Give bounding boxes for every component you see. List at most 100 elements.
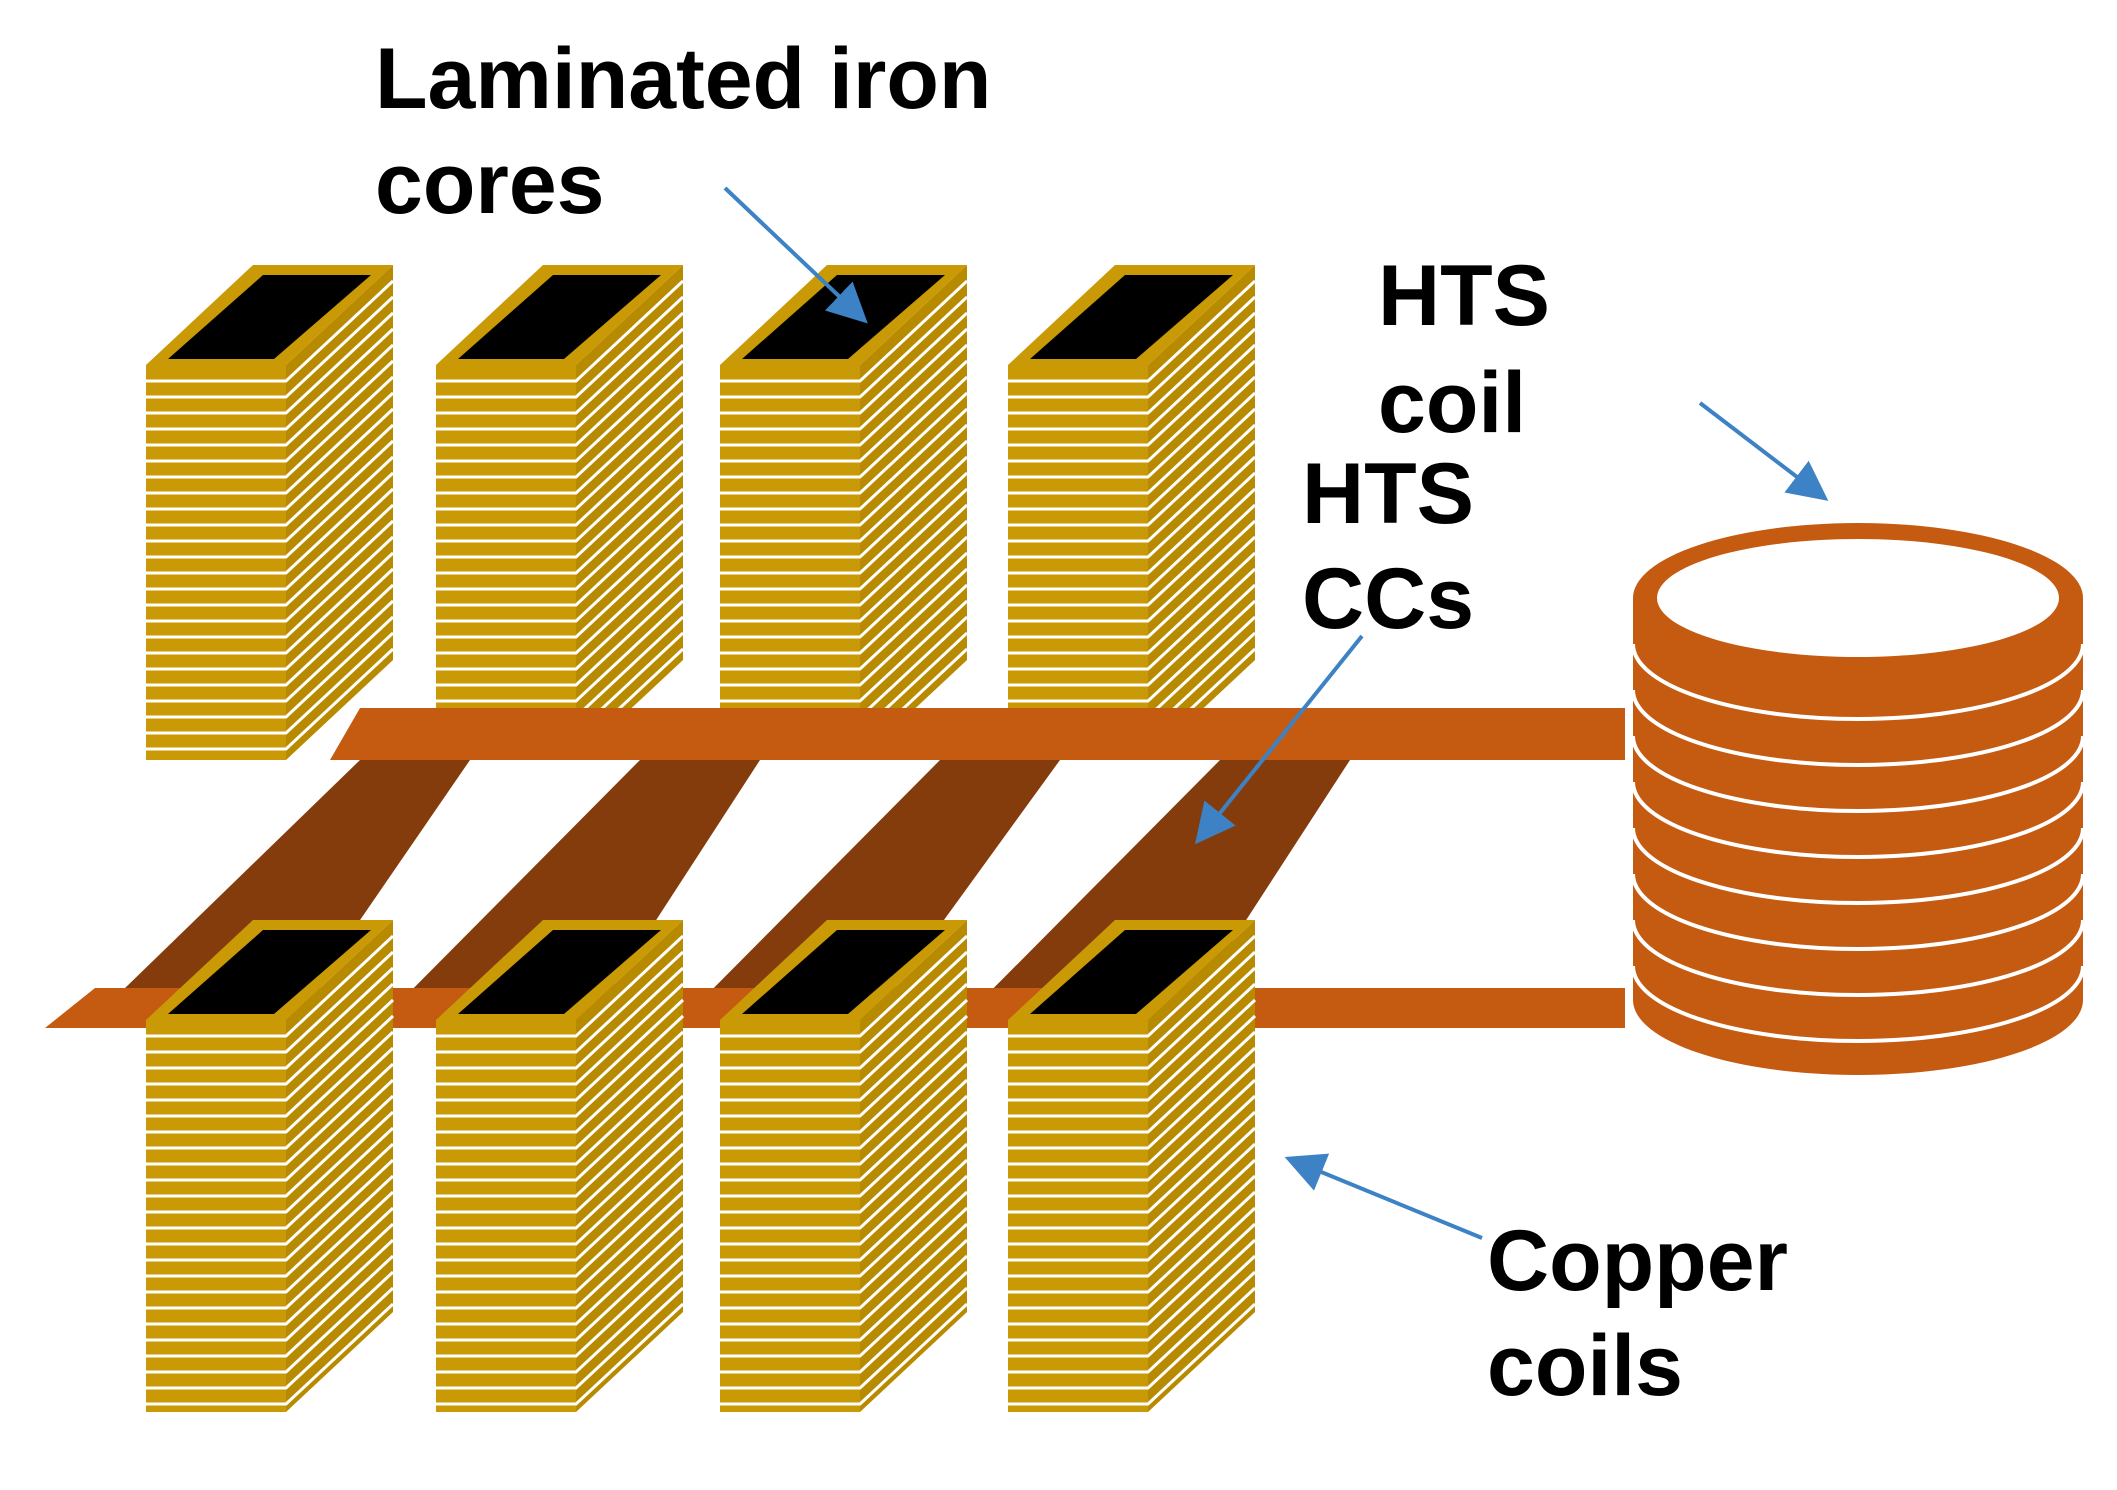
- laminate-line: [146, 934, 395, 1038]
- hts-cc-strip-3: [680, 760, 1060, 1022]
- laminate-line: [720, 327, 969, 431]
- laminate-line: [720, 343, 969, 447]
- laminate-line: [720, 1078, 969, 1182]
- laminate-line: [436, 1126, 685, 1230]
- laminate-line: [146, 343, 395, 447]
- laminate-line: [436, 503, 685, 607]
- laminate-line: [146, 950, 395, 1054]
- laminate-line: [436, 327, 685, 431]
- laminate-line: [720, 423, 969, 527]
- laminate-line: [436, 966, 685, 1070]
- laminate-line: [146, 471, 395, 575]
- laminate-line: [436, 1158, 685, 1262]
- laminate-line: [436, 1142, 685, 1246]
- arrow-laminated-iron-cores: [723, 186, 868, 324]
- laminate-line: [146, 647, 395, 751]
- arrow-hts-ccs: [1194, 634, 1364, 845]
- laminate-line: [720, 1158, 969, 1262]
- laminate-line: [146, 1174, 395, 1278]
- laminate-line: [1008, 359, 1257, 463]
- laminate-line: [1008, 1158, 1257, 1262]
- hts-cc-strip-2: [380, 760, 760, 1022]
- laminate-line: [436, 567, 685, 671]
- laminate-line: [146, 1222, 395, 1326]
- laminate-line: [146, 615, 395, 719]
- laminate-line: [1008, 519, 1257, 623]
- laminate-line: [146, 1046, 395, 1150]
- laminate-line: [1008, 1190, 1257, 1294]
- laminate-line: [720, 279, 969, 383]
- laminate-line: [720, 1094, 969, 1198]
- stack-front-face: [146, 1020, 286, 1412]
- laminate-line: [1008, 1206, 1257, 1310]
- hts-coil-turn: [1631, 873, 2085, 951]
- laminate-line: [436, 375, 685, 479]
- laminate-line: [720, 1238, 969, 1342]
- laminate-line: [1008, 1126, 1257, 1230]
- laminate-line: [436, 519, 685, 623]
- laminate-line: [1008, 1110, 1257, 1214]
- laminate-line: [720, 1110, 969, 1214]
- label-laminated-iron-cores: Laminated iron cores: [375, 31, 1015, 232]
- laminate-line: [720, 487, 969, 591]
- laminate-line: [720, 934, 969, 1038]
- label-hts-ccs: HTS CCs: [1302, 446, 1498, 647]
- laminate-line: [436, 1270, 685, 1374]
- hts-coil-turn: [1631, 827, 2085, 905]
- laminate-line: [1008, 471, 1257, 575]
- laminate-line: [720, 311, 969, 415]
- laminate-line: [720, 1302, 969, 1406]
- laminate-line: [1008, 295, 1257, 399]
- laminate-line: [1008, 1238, 1257, 1342]
- laminate-line: [1008, 599, 1257, 703]
- laminate-line: [146, 551, 395, 655]
- laminate-line: [146, 295, 395, 399]
- laminate-line: [146, 279, 395, 383]
- laminate-line: [146, 1078, 395, 1182]
- laminate-line: [146, 631, 395, 735]
- laminate-line: [146, 567, 395, 671]
- iron-core-top: [742, 930, 945, 1014]
- laminate-line: [1008, 1062, 1257, 1166]
- iron-core-top: [1030, 275, 1233, 359]
- laminate-line: [720, 1206, 969, 1310]
- laminate-line: [1008, 279, 1257, 383]
- laminate-line: [436, 455, 685, 559]
- laminate-line: [146, 327, 395, 431]
- laminate-line: [1008, 1014, 1257, 1118]
- hts-tape-back: [330, 708, 1625, 760]
- laminate-line: [436, 1286, 685, 1390]
- laminate-line: [436, 487, 685, 591]
- laminate-line: [436, 1110, 685, 1214]
- hts-coil-turn: [1631, 781, 2085, 859]
- laminate-line: [720, 1030, 969, 1134]
- laminate-line: [1008, 1222, 1257, 1326]
- laminate-line: [436, 583, 685, 687]
- laminate-line: [436, 535, 685, 639]
- iron-core-top: [168, 275, 371, 359]
- laminate-line: [146, 982, 395, 1086]
- laminate-line: [720, 471, 969, 575]
- laminate-line: [146, 998, 395, 1102]
- laminate-line: [720, 966, 969, 1070]
- upper-core-stack-3: [720, 265, 969, 760]
- stack-front-face: [1008, 1020, 1148, 1412]
- laminate-line: [720, 503, 969, 607]
- laminate-line: [1008, 934, 1257, 1038]
- laminate-line: [1008, 1078, 1257, 1182]
- hts-coil-turn: [1631, 689, 2085, 767]
- laminate-line: [1008, 583, 1257, 687]
- laminate-line: [1008, 391, 1257, 495]
- hts-coil-turn: [1631, 919, 2085, 997]
- stack-front-face: [436, 365, 576, 760]
- laminate-line: [1008, 1254, 1257, 1358]
- laminate-line: [146, 439, 395, 543]
- laminate-line: [1008, 1030, 1257, 1134]
- lower-core-stack-3: [720, 920, 969, 1412]
- laminate-line: [1008, 1286, 1257, 1390]
- laminate-line: [1008, 455, 1257, 559]
- arrow-copper-coils: [1284, 1153, 1483, 1240]
- laminate-line: [436, 391, 685, 495]
- hts-coil-body: [1633, 598, 2083, 1075]
- laminate-line: [1008, 950, 1257, 1054]
